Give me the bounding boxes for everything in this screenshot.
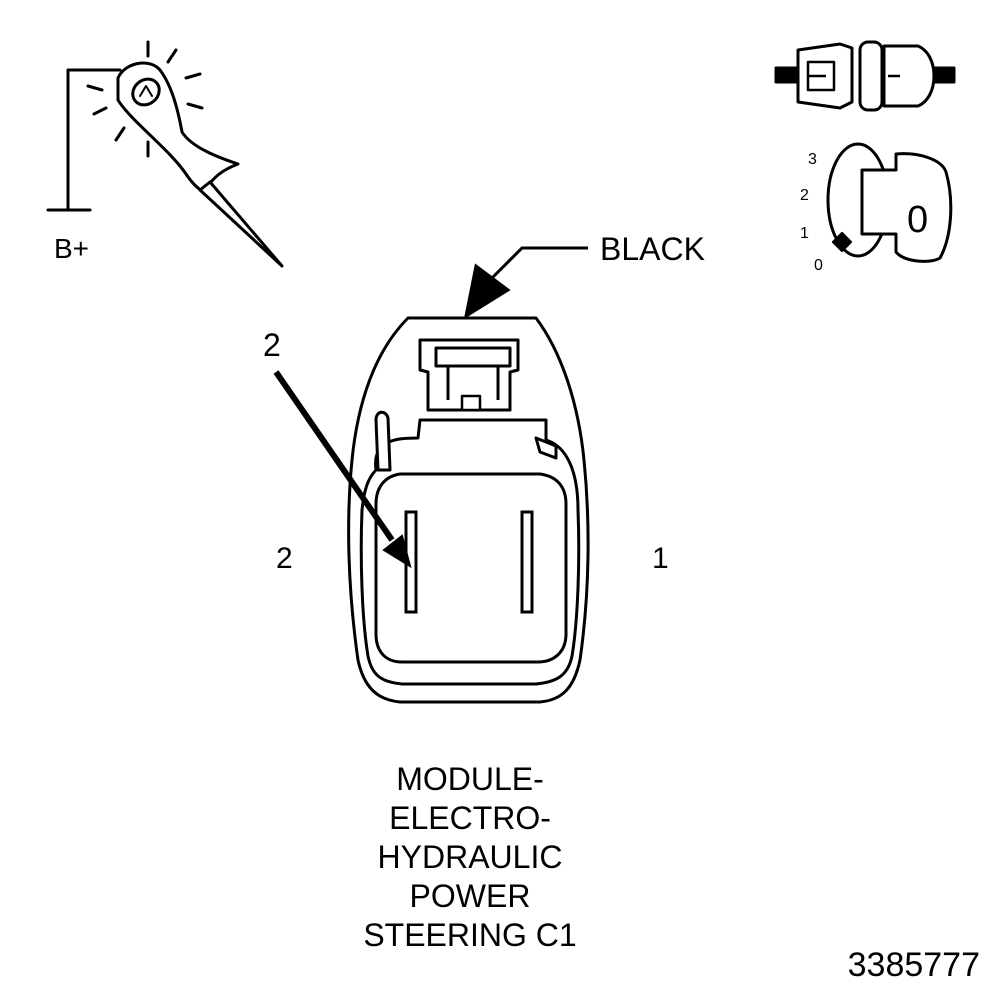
test-light-probe-icon (46, 40, 284, 268)
connector-housing (347, 316, 590, 704)
terminal-callout-arrow (273, 370, 412, 569)
connector-caption: MODULE- ELECTRO- HYDRAULIC POWER STEERIN… (300, 760, 640, 955)
caption-line: HYDRAULIC (377, 839, 563, 875)
caption-line: ELECTRO- (389, 800, 551, 836)
supply-label: B+ (54, 233, 89, 264)
key-position-letter: 0 (907, 199, 928, 241)
caption-line: STEERING C1 (363, 917, 577, 953)
ignition-key-icon (826, 142, 953, 263)
caption-line: POWER (409, 878, 531, 914)
key-position-0: 0 (814, 257, 823, 274)
key-position-1: 1 (800, 225, 809, 242)
disconnected-connector-icon (774, 40, 956, 112)
color-callout-label: BLACK (600, 231, 705, 267)
right-cavity-label: 1 (652, 542, 669, 575)
figure-number: 3385777 (847, 946, 980, 984)
key-position-2: 2 (800, 187, 809, 204)
terminal-callout-label: 2 (263, 327, 281, 363)
key-position-3: 3 (808, 151, 817, 168)
left-cavity-label: 2 (276, 542, 293, 575)
caption-line: MODULE- (396, 761, 544, 797)
terminal-1 (520, 510, 534, 614)
color-callout-leader (463, 246, 588, 320)
